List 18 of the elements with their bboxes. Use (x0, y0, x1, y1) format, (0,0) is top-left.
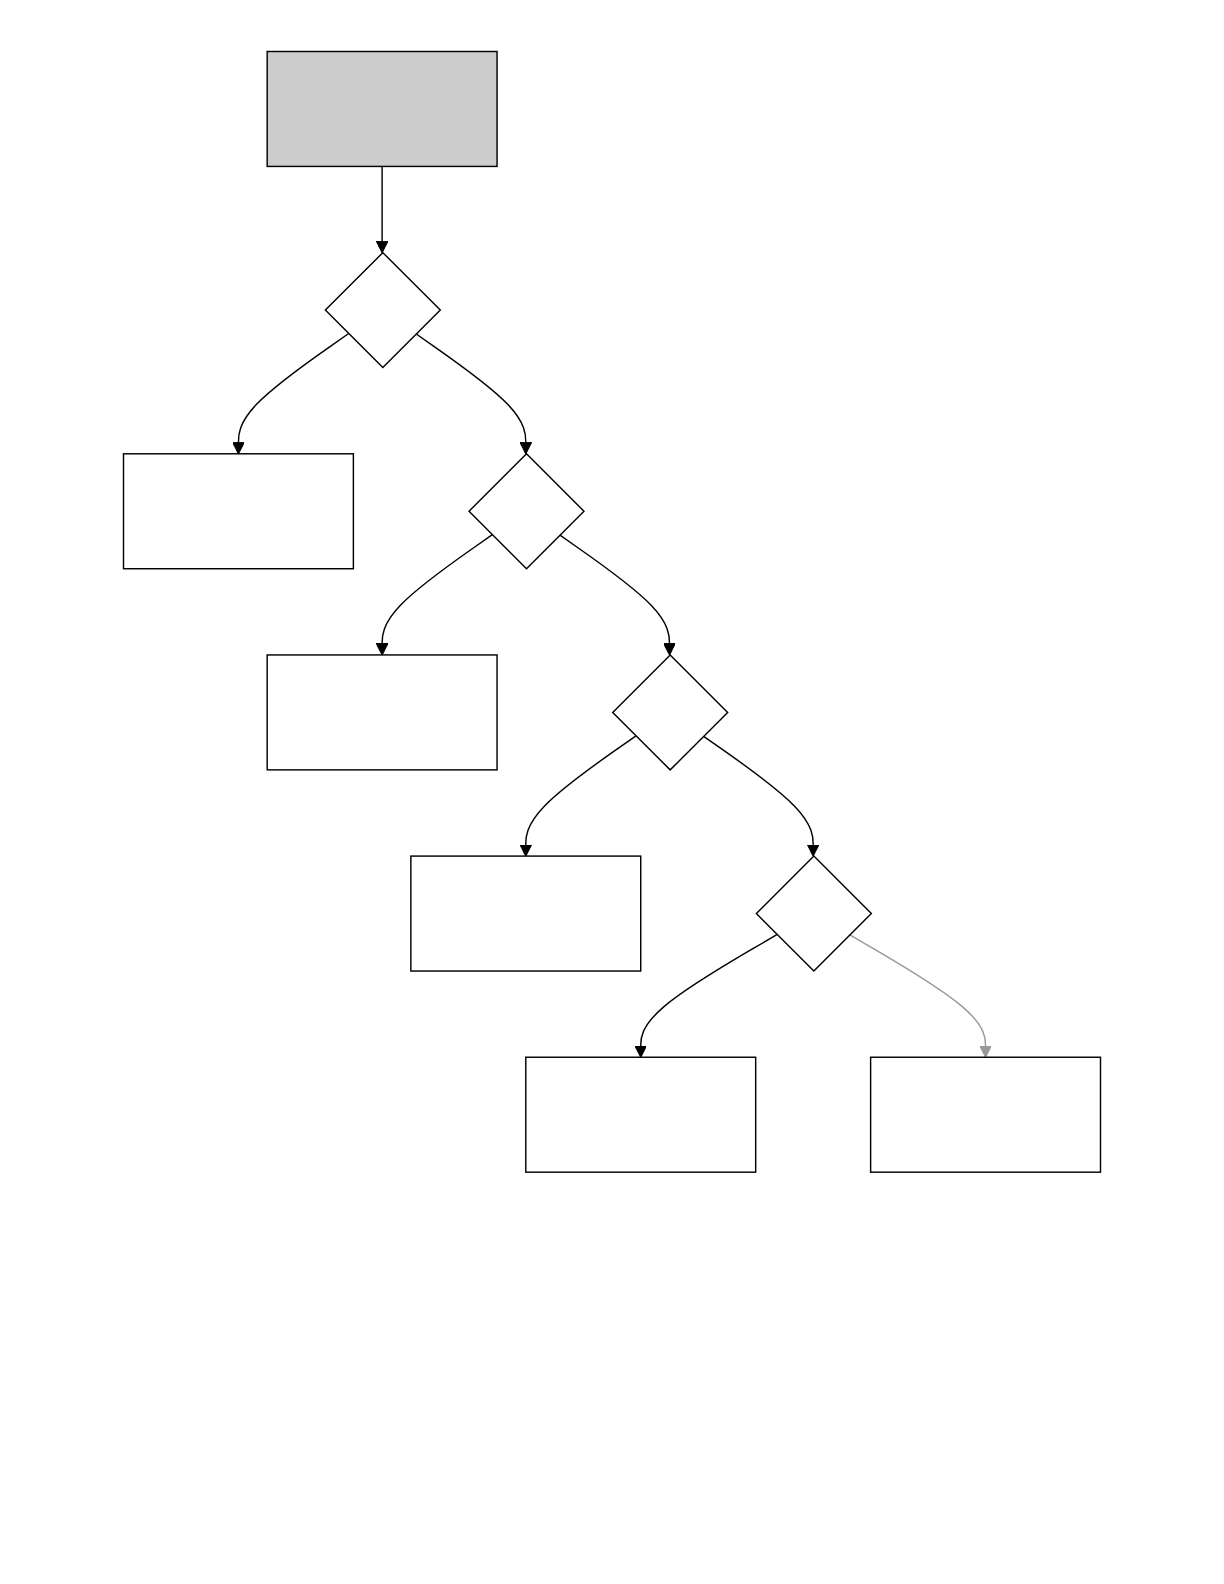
node-box (266, 654, 498, 771)
node-diamond (324, 251, 442, 369)
node-diamond (611, 653, 729, 771)
arrow (558, 534, 676, 656)
arrow (375, 534, 493, 656)
arrow (634, 934, 778, 1058)
arrow (375, 165, 389, 254)
node-box (266, 50, 498, 168)
node-box (410, 855, 642, 972)
arrow (232, 333, 350, 455)
node-diamond (468, 452, 585, 570)
arrow (519, 735, 637, 857)
node-box (525, 1056, 757, 1173)
node-box (869, 1056, 1102, 1173)
node-box (122, 453, 355, 570)
arrow (415, 333, 533, 455)
arrow (848, 934, 992, 1058)
node-diamond (755, 855, 873, 973)
